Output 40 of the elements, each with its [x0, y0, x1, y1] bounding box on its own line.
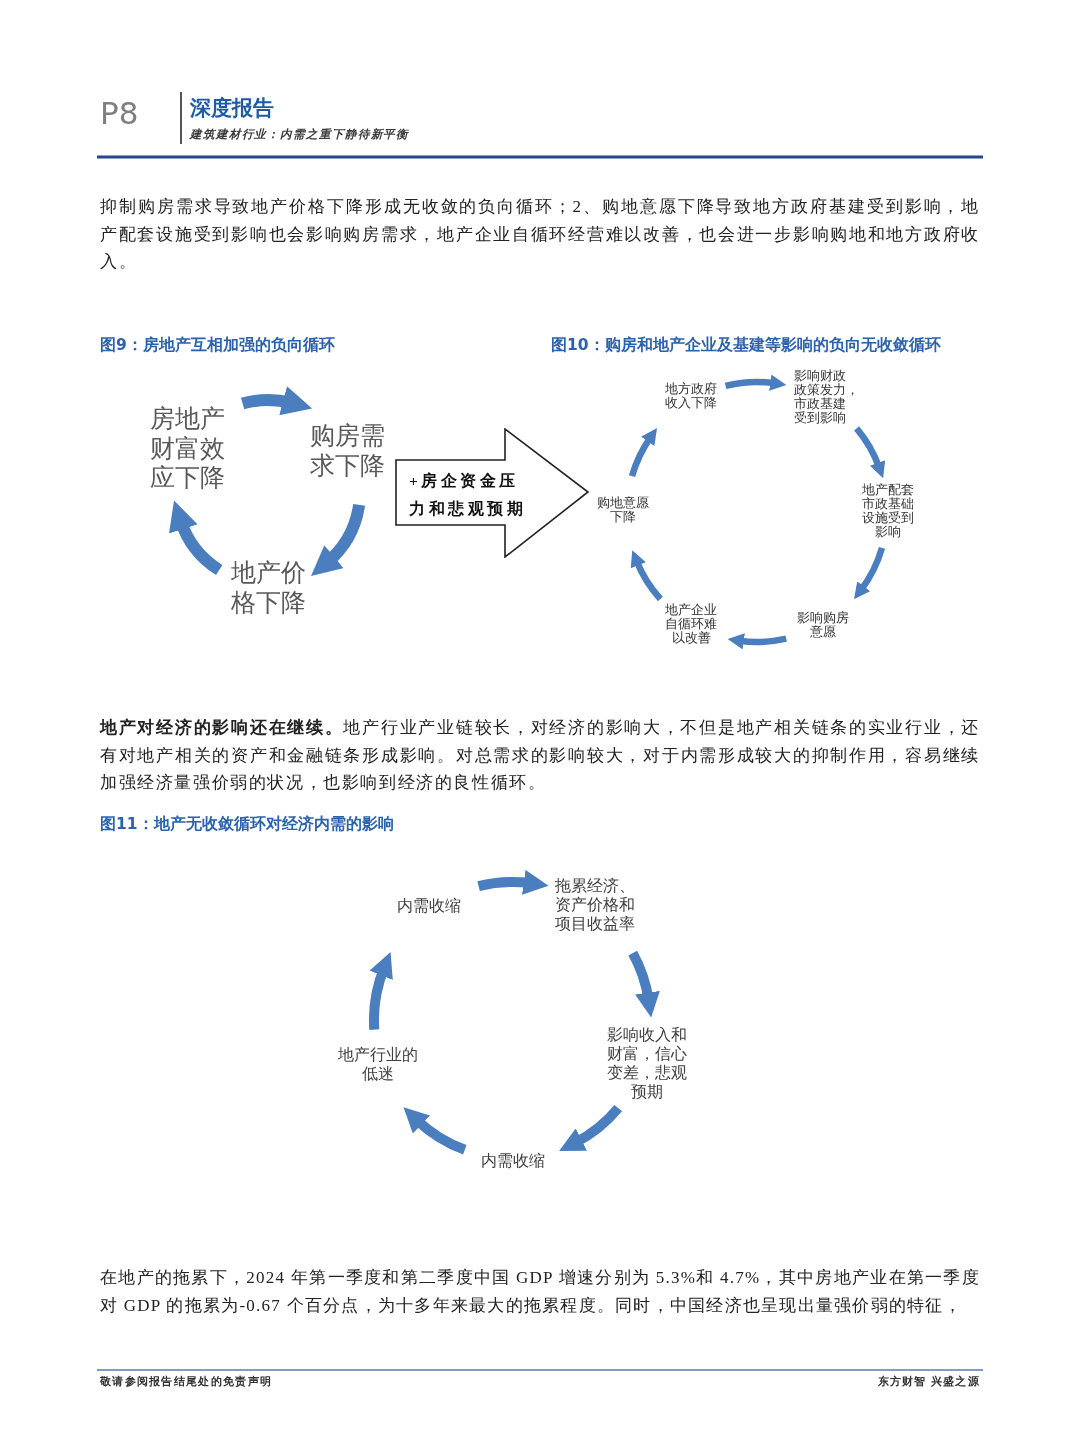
curved-arrow	[311, 503, 365, 577]
step-label: 地方政府收入下降	[664, 382, 718, 410]
step-label: 购房需求下降	[310, 421, 388, 480]
curved-arrow	[628, 950, 660, 1018]
figure-title: 图9：房地产互相加强的负向循环	[100, 336, 335, 355]
curved-arrow	[724, 374, 787, 391]
curved-arrow	[854, 426, 885, 478]
block-arrow: +房企资金压力和悲观预期	[395, 428, 589, 558]
step-label: 地产行业的低迷	[336, 1045, 420, 1083]
step-label: 购地意愿下降	[596, 496, 650, 524]
curved-arrow	[169, 500, 223, 575]
body-paragraph: 在地产的拖累下，2024 年第一季度和第二季度中国 GDP 增速分别为 5.3%和 4.7%，其中房地产业在第一季度对 GDP 的拖累为-0.67 个百分点，为十多年来最大的拖累程度。同时，中国经济也呈现出量强价弱的特征，	[100, 1267, 980, 1317]
step-label: 地产配套市政基础设施受到影响	[861, 483, 915, 539]
curved-arrow	[402, 1107, 467, 1155]
step-label: 影响收入和财富，信心变差，悲观预期	[605, 1025, 689, 1101]
step-label: 地产价格下降	[231, 558, 309, 617]
footer-slogan: 东方财智 兴盛之源	[877, 1374, 980, 1388]
report-subtitle: 建筑建材行业：内需之重下静待新平衡	[190, 127, 410, 142]
curved-arrow	[559, 1104, 622, 1152]
step-label: 影响购房意愿	[796, 611, 850, 639]
curved-arrow	[631, 550, 663, 602]
curved-arrow	[477, 870, 549, 896]
body-paragraph: 抑制购房需求导致地产价格下降形成无收敛的负向循环；2、购地意愿下降导致地方政府基建受到影响，地产配套设施受到影响也会影响购房需求，地产企业自循环经营难以改善，也会进一步影响购地和地方政府收入。	[100, 196, 980, 273]
curved-arrow	[241, 386, 313, 416]
step-label: 影响财政政策发力，市政基建受到影响	[794, 369, 860, 425]
curved-arrow	[854, 546, 886, 600]
curved-arrow	[628, 427, 657, 478]
step-label: 拖累经济、资产价格和项目收益率	[555, 876, 639, 933]
step-label: 内需收缩	[396, 896, 462, 915]
body-paragraph: 地产对经济的影响还在继续。地产行业产业链较长，对经济的影响大，不但是地产相关链条的实业行业，还有对地产相关的资产和金融链条形成影响。对总需求的影响较大，对于内需形成较大的抑制作用，容易继续加强经济量强价弱的状况，也影响到经济的良性循环。	[100, 717, 980, 794]
report-title: 深度报告	[190, 95, 274, 121]
footer-note: 敬请参阅报告结尾处的免责声明	[100, 1374, 273, 1388]
step-label: 地产企业自循环难以改善	[664, 603, 718, 645]
curved-arrow	[727, 633, 787, 650]
curved-arrow	[369, 951, 394, 1030]
step-label: 房地产财富效应下降	[150, 404, 228, 493]
page-number: P8	[100, 95, 139, 131]
figure-title: 图11：地产无收敛循环对经济内需的影响	[100, 815, 394, 834]
figure-title: 图10：购房和地产企业及基建等影响的负向无收敛循环	[551, 336, 941, 355]
step-label: 内需收缩	[480, 1151, 546, 1170]
